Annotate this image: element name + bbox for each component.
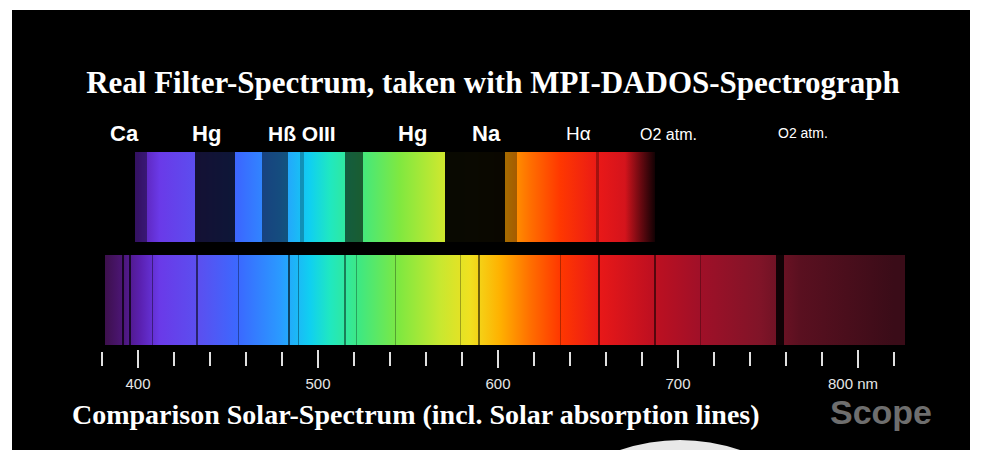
- axis-number: 500: [305, 376, 330, 393]
- element-label: Na: [472, 122, 500, 146]
- axis-ticks: [102, 350, 894, 368]
- element-label: Hα: [566, 124, 591, 145]
- element-label: Hß OIII: [268, 122, 336, 145]
- axis-number: 400: [125, 376, 150, 393]
- element-label: Hg: [192, 122, 221, 146]
- watermark: Scope: [830, 394, 932, 431]
- logo-fragment: [620, 440, 740, 450]
- element-label: O2 atm.: [778, 126, 828, 141]
- axis-number: 800 nm: [828, 376, 878, 393]
- solar-spectrum: [105, 255, 905, 345]
- element-label: O2 atm.: [640, 126, 697, 144]
- filter-spectrum: [135, 152, 655, 242]
- caption: Comparison Solar-Spectrum (incl. Solar a…: [72, 400, 760, 431]
- axis-number: 700: [665, 376, 690, 393]
- axis-number: 600: [485, 376, 510, 393]
- title: Real Filter-Spectrum, taken with MPI-DAD…: [86, 66, 900, 100]
- element-label: Hg: [398, 122, 427, 146]
- element-label: Ca: [110, 122, 138, 146]
